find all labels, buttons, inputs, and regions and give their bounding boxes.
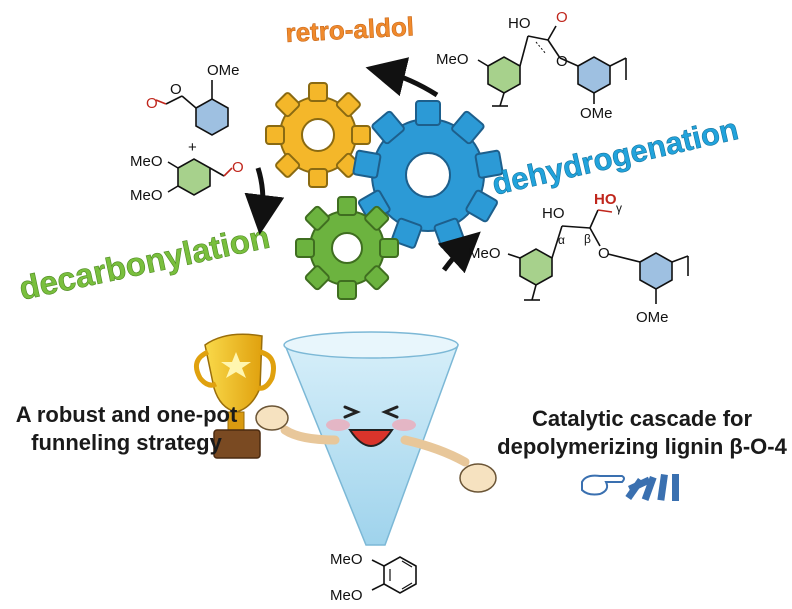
svg-text:O: O bbox=[556, 53, 568, 70]
arrow-dehydrogenation bbox=[437, 231, 481, 274]
pointing-hand-icon bbox=[581, 474, 625, 496]
caption-left: A robust and one-pot funneling strategy bbox=[14, 401, 239, 457]
caption-right: Catalytic cascade for depolymerizing lig… bbox=[496, 405, 788, 461]
arrow-retro-aldol bbox=[365, 57, 439, 98]
gamma-label: γ bbox=[616, 201, 622, 215]
molecule-beta-o4-alcohol: HO HO O α β γ MeO OMe bbox=[468, 191, 689, 326]
meo-label-5: MeO bbox=[330, 551, 363, 568]
step-label-retro-aldol: retro-aldol bbox=[285, 11, 415, 48]
caption-right-line2: depolymerizing lignin β-O-4 bbox=[497, 434, 787, 459]
meo-label-6: MeO bbox=[330, 587, 363, 604]
meo-label-1: MeO bbox=[130, 153, 163, 170]
funnel-mascot-icon bbox=[280, 331, 497, 546]
meo-label-2: MeO bbox=[130, 187, 163, 204]
arrow-decarbonylation bbox=[244, 167, 285, 235]
ho-label-1: HO bbox=[508, 15, 531, 32]
meo-label-3: MeO bbox=[436, 51, 469, 68]
step-label-decarbonylation: decarbonylation bbox=[16, 218, 273, 307]
svg-text:O: O bbox=[598, 245, 610, 262]
gear-blue-icon bbox=[352, 100, 504, 249]
caption-right-line1: Catalytic cascade for bbox=[531, 406, 753, 431]
svg-text:O: O bbox=[146, 95, 158, 112]
caption-left-line2: funneling strategy bbox=[31, 430, 222, 455]
step-label-dehydrogenation: dehydrogenation bbox=[489, 111, 742, 202]
ome-label-3: OMe bbox=[636, 309, 669, 326]
svg-text:O: O bbox=[232, 159, 244, 176]
svg-text:O: O bbox=[170, 81, 182, 98]
alpha-label: α bbox=[558, 233, 565, 247]
caption-left-line1: A robust and one-pot bbox=[15, 402, 238, 427]
ome-label-2: OMe bbox=[580, 105, 613, 122]
plus-sign: + bbox=[188, 139, 197, 156]
ho-label-2: HO bbox=[542, 205, 565, 222]
molecule-veratrole: MeO MeO bbox=[330, 551, 417, 604]
molecule-beta-o4-aldehyde: HO O O MeO OMe bbox=[436, 9, 627, 122]
dominoes-icon bbox=[625, 474, 679, 501]
molecule-guaiacoxy-acetaldehyde: O O OMe bbox=[146, 62, 240, 136]
meo-label-4: MeO bbox=[468, 245, 501, 262]
molecule-veratraldehyde: MeO MeO O bbox=[130, 153, 244, 204]
beta-label: β bbox=[584, 232, 591, 246]
trophy-icon bbox=[193, 333, 289, 459]
ho-label-3: HO bbox=[594, 191, 617, 208]
ome-label: OMe bbox=[207, 62, 240, 79]
gear-green-icon bbox=[295, 196, 399, 300]
svg-text:O: O bbox=[556, 9, 568, 26]
